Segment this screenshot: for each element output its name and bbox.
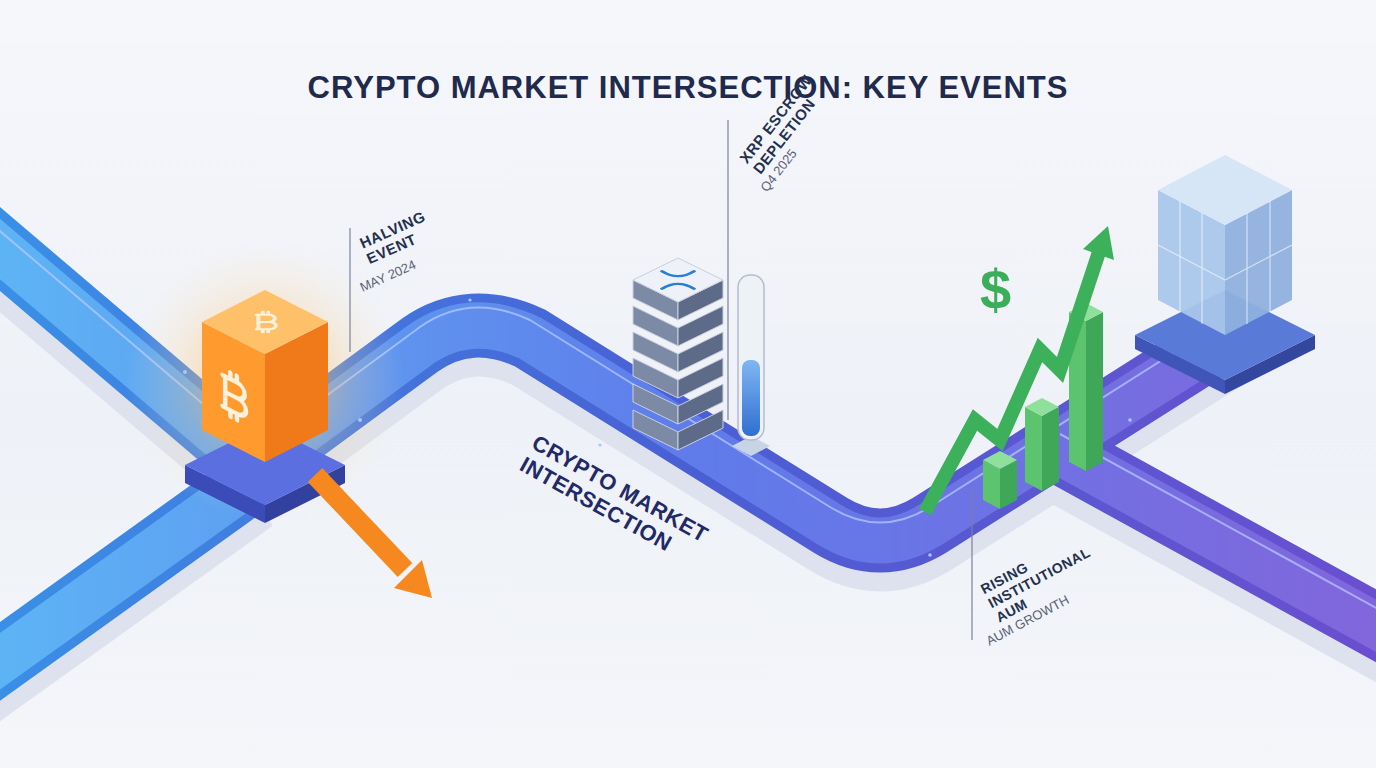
dollar-symbol: $ bbox=[980, 258, 1040, 322]
office-building bbox=[1158, 155, 1292, 335]
bitcoin-cube bbox=[202, 290, 328, 462]
diagram-title: CRYPTO MARKET INTERSECTION: KEY EVENTS bbox=[0, 70, 1376, 106]
leader-line bbox=[349, 228, 350, 352]
growth-arrow bbox=[925, 226, 1114, 512]
escrow-gauge bbox=[732, 275, 770, 456]
down-arrow bbox=[315, 475, 432, 598]
leader-line bbox=[971, 490, 972, 640]
leader-line bbox=[727, 120, 728, 420]
event-label: HALVING EVENT bbox=[357, 201, 450, 267]
growth-bars bbox=[983, 303, 1103, 509]
server-stack bbox=[633, 258, 723, 450]
